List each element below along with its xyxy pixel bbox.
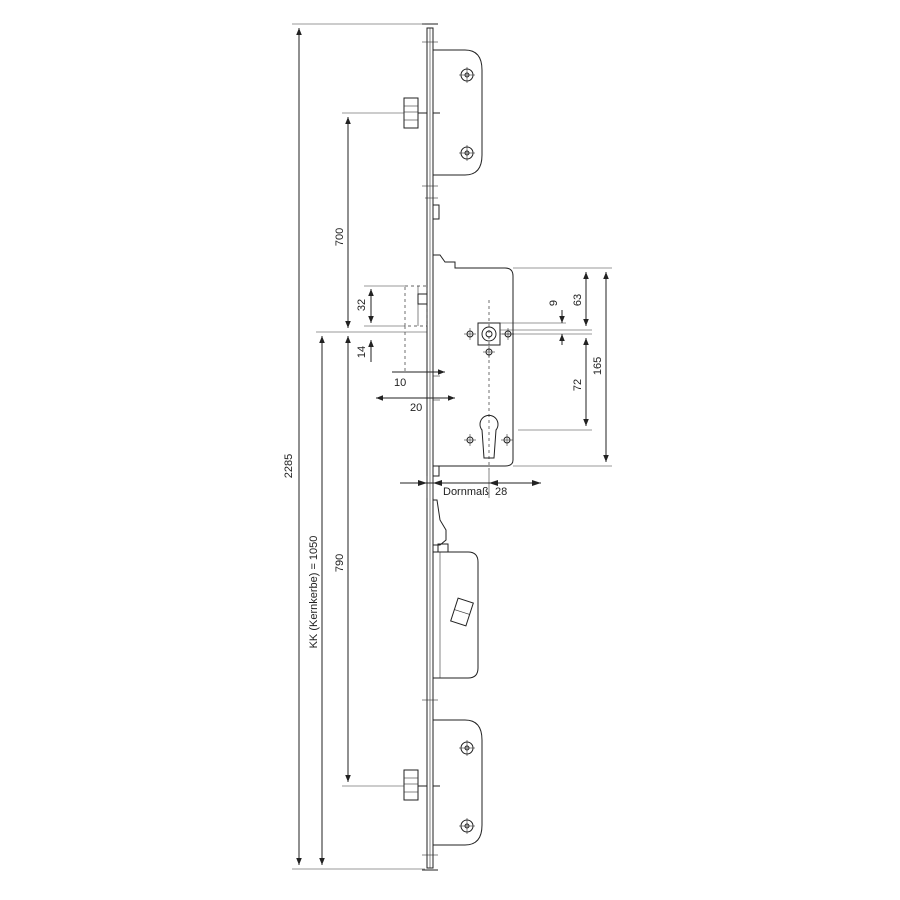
dim-20: 20 [410, 402, 422, 414]
faceplate [422, 23, 438, 871]
lower-lock-case [433, 551, 479, 679]
extension-lines [292, 23, 612, 870]
dim-790: 790 [334, 554, 346, 572]
dim-700: 700 [334, 228, 346, 246]
dim-9: 9 [548, 300, 560, 306]
top-hook-bolt [403, 97, 440, 129]
dim-165: 165 [592, 357, 604, 375]
dim-72: 72 [572, 379, 584, 391]
dim-32: 32 [356, 299, 368, 311]
bottom-hook-bolt [403, 769, 440, 801]
dim-10: 10 [394, 377, 406, 389]
lower-cam [433, 499, 449, 553]
dim-backset-value: 28 [495, 486, 507, 498]
dim-kk-label: KK (Kernkerbe) = 1050 [308, 536, 320, 649]
mid-pin [425, 197, 440, 220]
dim-backset-label: Dornmaß [443, 486, 489, 498]
top-striker-plate [422, 41, 483, 187]
main-lock-case [404, 254, 514, 477]
bottom-striker-plate [422, 699, 483, 856]
dim-63: 63 [572, 294, 584, 306]
dim-total-height: 2285 [283, 454, 295, 478]
dim-14: 14 [356, 346, 368, 358]
